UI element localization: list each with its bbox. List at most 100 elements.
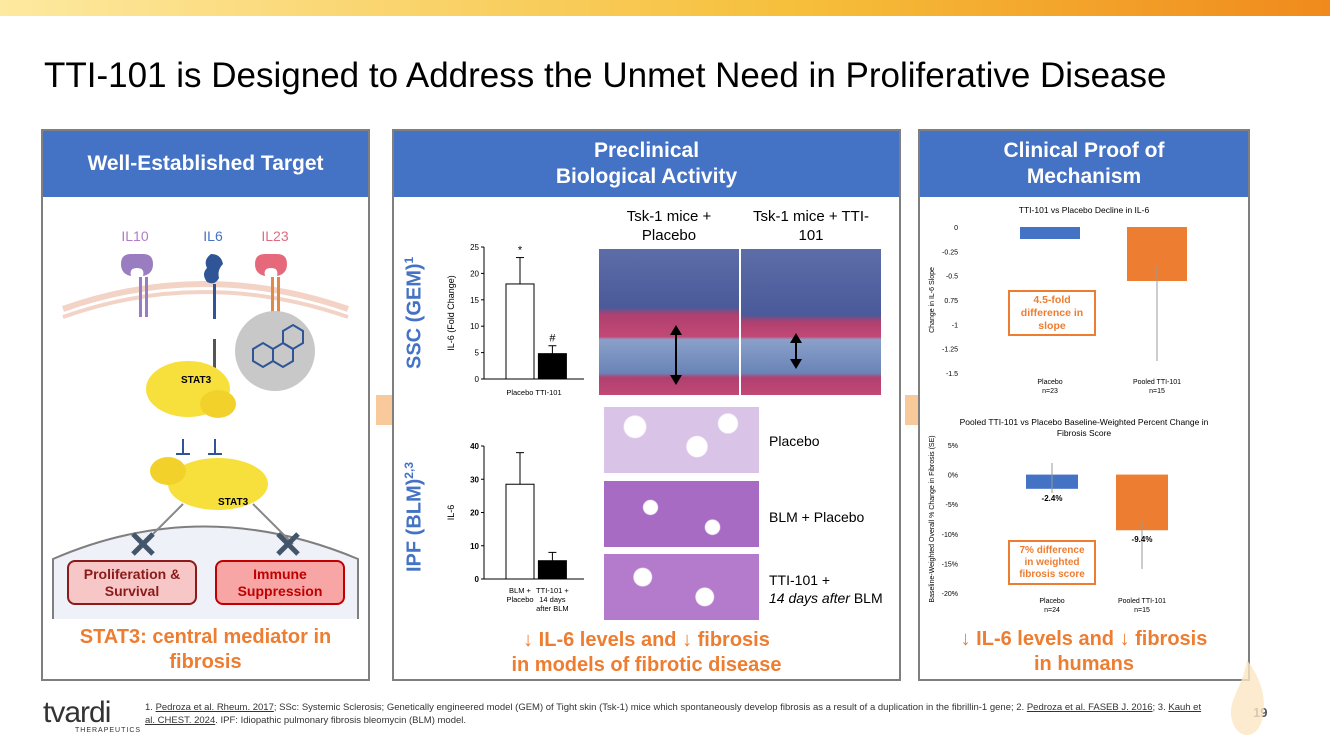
ssc-gem-label: SSC (GEM)1 <box>402 256 426 369</box>
histology-image-tti <box>741 249 881 395</box>
lung-histology-blm-placebo <box>604 481 759 547</box>
y-tick-label: 0 <box>954 225 958 232</box>
category-label: Pooled TTI-101 <box>1118 598 1166 605</box>
category-label: BLM + <box>509 586 532 595</box>
page-title: TTI-101 is Designed to Address the Unmet… <box>44 56 1167 95</box>
ipf-blm-placebo-label: BLM + Placebo <box>769 509 865 525</box>
significance-mark: * <box>518 245 523 257</box>
significance-mark: # <box>549 333 556 345</box>
il23-receptor-icon <box>255 254 287 317</box>
panel-well-established-target: Well-Established Target IL10 IL6 IL23 <box>41 129 370 681</box>
ref3-link[interactable]: Kauh et al. CHEST. 2024 <box>145 702 1202 726</box>
stat3-label-top: STAT3 <box>181 375 212 386</box>
il23-label: IL23 <box>261 228 288 244</box>
stat3-label-bottom: STAT3 <box>218 497 249 508</box>
bar <box>1020 227 1080 239</box>
category-label: Placebo <box>1037 379 1062 386</box>
thickness-arrow-icon-2 <box>790 333 802 369</box>
bar <box>1116 474 1168 531</box>
y-tick-label: 30 <box>470 475 479 484</box>
ref2-link[interactable]: Pedroza et al. FASEB J. 2016 <box>1026 702 1153 713</box>
block-x-icon-left <box>131 532 155 556</box>
callout-slope: 4.5-fold difference in slope <box>1008 290 1096 336</box>
category-label: Pooled TTI-101 <box>1133 379 1181 386</box>
il6-label: IL6 <box>203 228 223 244</box>
bar <box>505 283 535 380</box>
proliferation-box: Proliferation & Survival <box>67 560 197 605</box>
y-tick-label: 5 <box>475 349 480 358</box>
ipf-placebo-label: Placebo <box>769 433 820 449</box>
y-axis-label: IL-6 <box>446 505 456 521</box>
category-label: after BLM <box>536 604 569 613</box>
y-tick-label: -20% <box>942 591 958 598</box>
panel1-header: Well-Established Target <box>43 131 368 197</box>
company-logo: tvardi <box>43 696 111 729</box>
il6-slope-chart: TTI-101 vs Placebo Decline in IL-6 0 -0.25… <box>929 205 1187 395</box>
top-gradient-bar <box>0 0 1330 16</box>
y-tick-label: 40 <box>470 442 479 451</box>
lung-histology-placebo <box>604 407 759 473</box>
footnote: 1. Pedroza et al. Rheum. 2017; SSc: Syst… <box>145 702 1202 726</box>
y-tick-label: -1.5 <box>946 371 958 378</box>
panel3-footer: ↓ IL-6 levels and ↓ fibrosis in humans <box>960 628 1208 675</box>
y-tick-label: 5% <box>948 443 958 450</box>
y-tick-label: 25 <box>470 243 479 252</box>
il10-label: IL10 <box>121 228 148 244</box>
flame-decoration-icon <box>1230 660 1264 735</box>
mice-placebo-label: Tsk-1 mice + Placebo <box>626 208 712 244</box>
y-axis-label: IL-6 (Fold Change) <box>446 275 456 351</box>
block-x-icon-right <box>276 532 300 556</box>
y-tick-label: -15% <box>942 561 958 568</box>
ipf-blm-label: IPF (BLM)2,3 <box>402 462 426 572</box>
histology-image-placebo <box>599 249 739 395</box>
panel-preclinical: Preclinical Biological Activity SSC (GEM… <box>392 129 901 681</box>
stat3-protein-bottom <box>168 458 268 510</box>
y-tick-label: 0 <box>475 375 480 384</box>
panel1-footer: STAT3: central mediator in fibrosis <box>79 626 332 673</box>
panel2-header-line2: Biological Activity <box>555 165 738 188</box>
category-label: Placebo TTI-101 <box>506 388 561 397</box>
bar <box>537 353 567 380</box>
company-logo-sub: THERAPEUTICS <box>75 727 142 734</box>
ipf-tti-label: TTI-101 + 14 days after BLM <box>769 572 883 606</box>
mice-tti-label: Tsk-1 mice + TTI-101 <box>753 208 869 244</box>
y-tick-label: -1 <box>952 322 958 329</box>
panel3-header-line2: Mechanism <box>1026 165 1142 188</box>
y-tick-label: 20 <box>470 509 479 518</box>
panel2-footer: ↓ IL-6 levels and ↓ fibrosis in models o… <box>511 629 782 676</box>
category-label: n=15 <box>1149 388 1165 395</box>
fibrosis-score-chart: Pooled TTI-101 vs Placebo Baseline-Weigh… <box>929 417 1209 614</box>
data-label: -2.4% <box>1042 494 1063 503</box>
panel3-header-line1: Clinical Proof of <box>1003 139 1165 162</box>
chart-title: TTI-101 vs Placebo Decline in IL-6 <box>1019 205 1150 215</box>
y-tick-label: 0.75 <box>944 298 958 305</box>
il10-receptor-icon <box>121 254 153 317</box>
stat3-pathway-diagram: IL10 IL6 IL23 STAT3 <box>52 228 359 619</box>
callout-fibrosis: 7% difference in weighted fibrosis score <box>1008 540 1096 585</box>
lung-histology-tti <box>604 554 759 620</box>
category-label: Placebo <box>506 595 533 604</box>
y-tick-label: 20 <box>470 269 479 278</box>
category-label: Placebo <box>1039 598 1064 605</box>
y-tick-label: 10 <box>470 322 479 331</box>
y-tick-label: 15 <box>470 296 479 305</box>
immune-suppression-label: Immune Suppression <box>237 565 323 599</box>
y-tick-label: -5% <box>946 502 958 509</box>
panel-clinical-proof: Clinical Proof of Mechanism TTI-101 vs P… <box>918 129 1250 681</box>
chart-title: Pooled TTI-101 vs Placebo Baseline-Weigh… <box>960 417 1209 427</box>
category-label: n=24 <box>1044 607 1060 614</box>
panel2-header: Preclinical Biological Activity <box>394 131 899 197</box>
bar <box>537 560 567 580</box>
panel3-header: Clinical Proof of Mechanism <box>920 131 1248 197</box>
y-tick-label: -0.25 <box>942 249 958 256</box>
ref1-link[interactable]: Pedroza et al. Rheum. 2017 <box>155 702 274 713</box>
inhibition-marks <box>176 439 222 455</box>
y-axis-label: Baseline-Weighted Overall % Change in Fi… <box>929 435 936 602</box>
category-label: TTI-101 + <box>536 586 569 595</box>
category-label: 14 days <box>539 595 566 604</box>
chart-title: Fibrosis Score <box>1057 428 1112 438</box>
thickness-arrow-icon-1 <box>670 325 682 385</box>
il6-receptor-icon <box>204 254 223 379</box>
